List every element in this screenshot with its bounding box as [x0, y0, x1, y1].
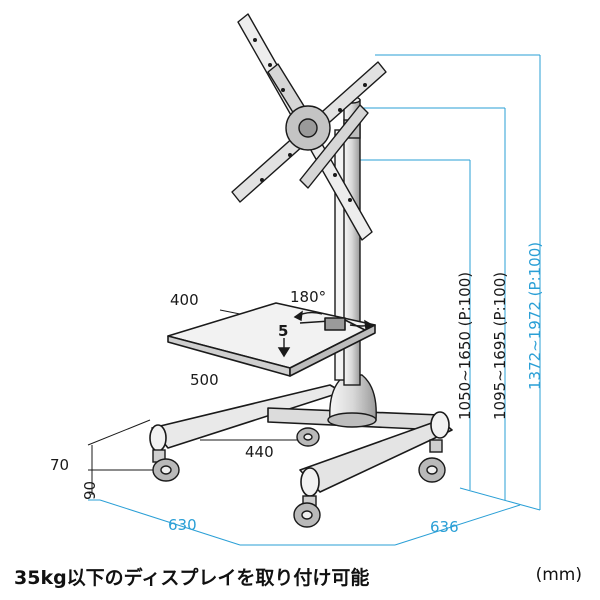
vesa-bracket: [231, 13, 387, 241]
unit-label: (mm): [535, 565, 582, 585]
load-marker-label: 5: [278, 322, 288, 340]
caster-front-left-icon: [293, 495, 321, 528]
bracket-width-label: 400: [170, 291, 199, 309]
shelf-rotation-arrows-icon: [277, 310, 374, 358]
bracket-arm-4: [299, 104, 369, 189]
height-dimension-lines: [350, 54, 541, 511]
base-width-label: 630: [168, 516, 197, 534]
casters: [152, 427, 446, 528]
height-range-1-label: 1050~1650 (P:100): [456, 272, 474, 420]
capacity-caption: 35kg以下のディスプレイを取り付け可能: [14, 567, 370, 589]
pole-base: [327, 374, 377, 428]
shelf-rotation-label: 180°: [290, 288, 326, 306]
caster-offset-label: 70: [50, 456, 69, 474]
front-leg-cap: [300, 467, 320, 497]
caster-rear-right-icon: [296, 427, 320, 447]
right-leg-cap: [430, 411, 450, 439]
base-depth-label: 636: [430, 518, 459, 536]
black-dimension-labels: 400 500 180° 5 440 70 90 1050~1650 (P:10…: [50, 272, 509, 500]
caster-rear-left-icon: [152, 449, 180, 482]
base-dimension-lines: [88, 499, 521, 546]
bracket-depth-label: 500: [190, 371, 219, 389]
height-range-2-label: 1095~1695 (P:100): [491, 272, 509, 420]
blue-dimension-labels: 630 636 1372~1972 (P:100): [168, 242, 544, 536]
height-total-label: 1372~1972 (P:100): [526, 242, 544, 390]
shelf: [167, 302, 376, 377]
caster-front-right-icon: [418, 439, 446, 483]
rear-leg-cap: [149, 424, 167, 452]
base-frame: [149, 384, 453, 497]
base-height-label: 90: [81, 481, 99, 500]
base-inner-width-label: 440: [245, 443, 274, 461]
